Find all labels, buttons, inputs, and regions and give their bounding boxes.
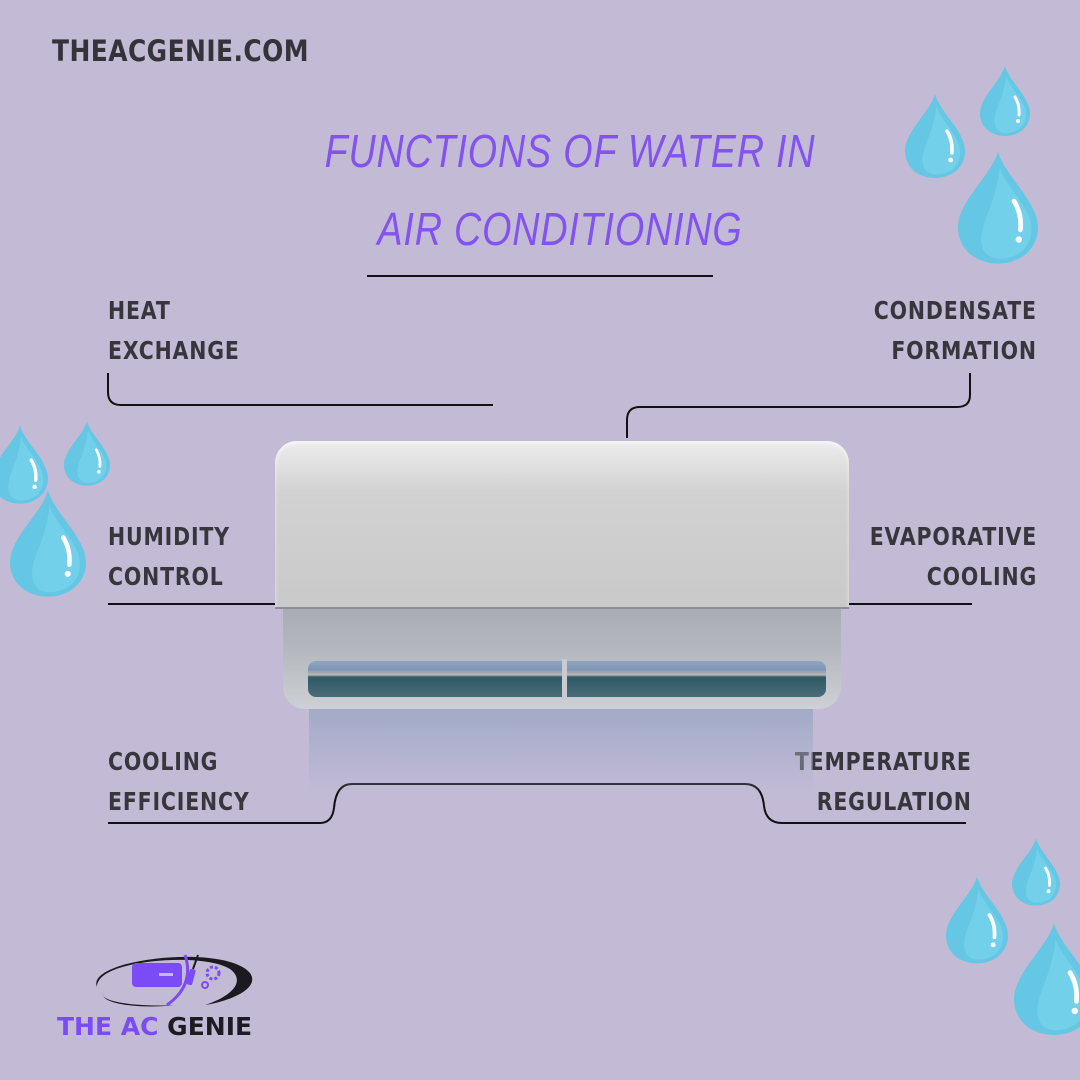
water-drop-icon — [946, 870, 1008, 970]
water-drop-icon — [980, 61, 1030, 141]
ac-unit-icon — [132, 963, 182, 987]
gear-icon — [201, 965, 221, 989]
ac-vent-divider — [562, 659, 567, 699]
page-title-line-2: AIR CONDITIONING — [377, 203, 743, 255]
page-title-line-1: FUNCTIONS OF WATER IN — [324, 125, 816, 177]
air-conditioner-illustration — [275, 441, 849, 709]
ac-panel-seam — [275, 607, 849, 609]
brand-logo-text: THE AC GENIE — [57, 1012, 253, 1041]
water-drop-icon — [10, 481, 86, 606]
heat-exchange-connector — [107, 373, 493, 406]
site-url: THEACGENIE.COM — [52, 34, 310, 68]
brand-logo-mark — [96, 954, 253, 1007]
screwdriver-icon — [186, 954, 199, 986]
ac-front-panel — [275, 441, 849, 609]
water-drop-icon — [64, 416, 110, 491]
water-drop-icon — [905, 84, 965, 188]
water-drop-icon — [1014, 913, 1080, 1045]
title-underline — [367, 275, 713, 277]
condensate-connector — [626, 373, 971, 438]
water-drop-icon — [1012, 832, 1060, 912]
water-drop-icon — [958, 140, 1038, 275]
ac-vent — [308, 661, 826, 697]
airflow-beam — [309, 709, 813, 794]
